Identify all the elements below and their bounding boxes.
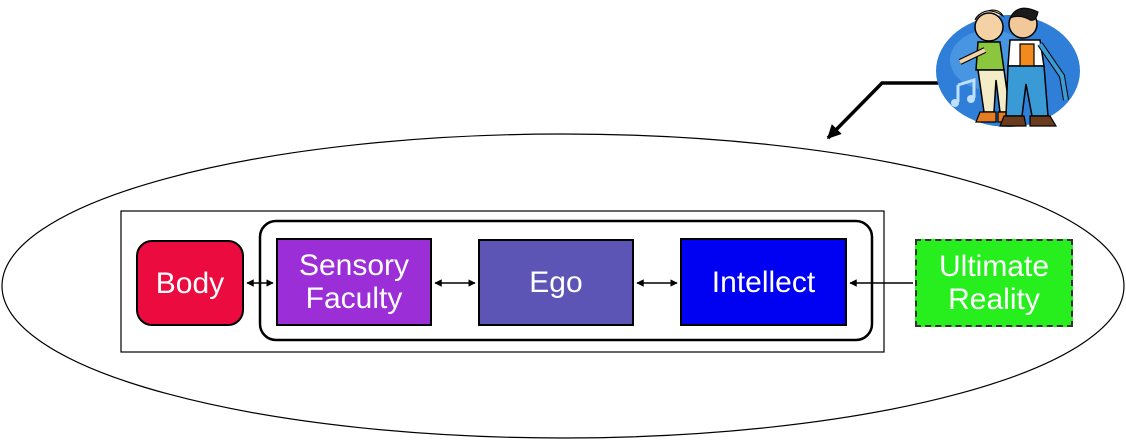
ego-node-label: Ego xyxy=(529,266,583,299)
ego-node: Ego xyxy=(478,239,634,326)
body-node: Body xyxy=(136,240,244,326)
outer-frame xyxy=(120,210,885,353)
people-walking-with-music-clipart-icon xyxy=(936,7,1080,127)
clipart-pointer-arrow xyxy=(826,81,950,140)
sensory-faculty-node: Sensory Faculty xyxy=(276,238,432,326)
body-node-label: Body xyxy=(155,266,225,300)
ultimate-reality-node: Ultimate Reality xyxy=(915,239,1073,327)
ultimate-reality-node-label: Ultimate Reality xyxy=(938,250,1050,316)
intellect-node: Intellect xyxy=(680,238,847,326)
intellect-node-label: Intellect xyxy=(711,265,816,299)
sensory-faculty-node-label: Sensory Faculty xyxy=(298,249,410,315)
outer-ellipse xyxy=(1,133,1125,439)
